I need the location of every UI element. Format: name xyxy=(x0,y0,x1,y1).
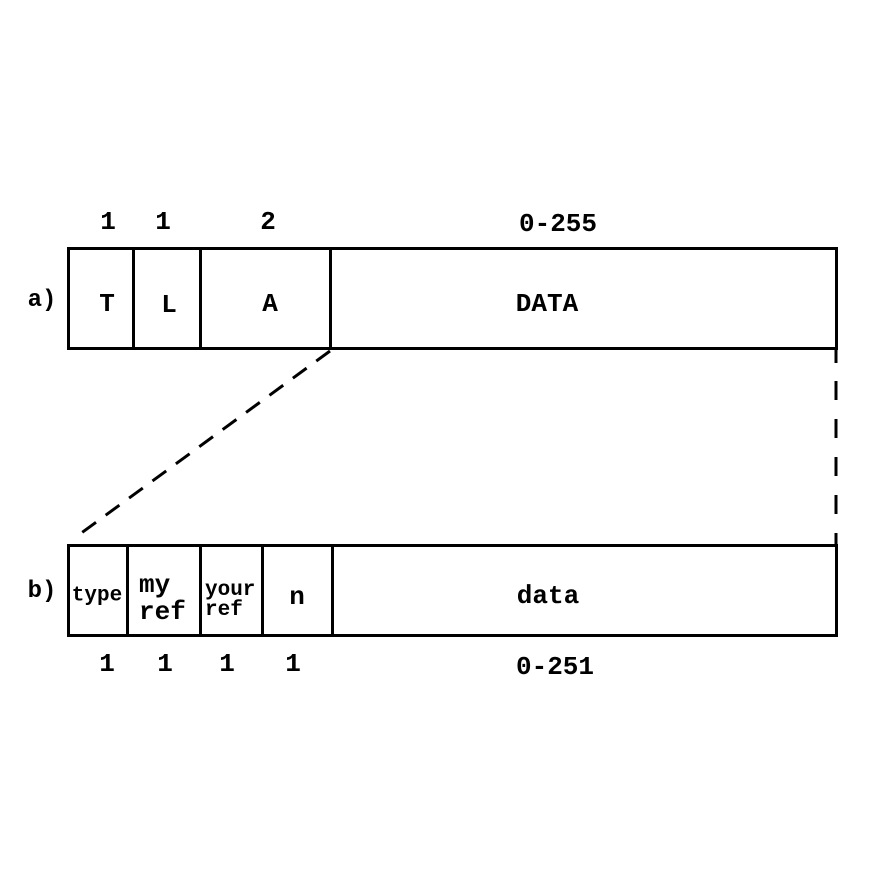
row-a-divider-l-a xyxy=(199,247,202,350)
row-a-field-t: T xyxy=(99,289,115,319)
row-b-field-n: n xyxy=(289,582,305,612)
row-b-divider-yourref-n xyxy=(261,544,264,637)
row-b-frame-box xyxy=(67,544,838,637)
row-a-field-l: L xyxy=(161,290,177,320)
row-b-divider-myref-yourref xyxy=(199,544,202,637)
row-b-field-data: data xyxy=(516,581,580,611)
row-a-size-data: 0-255 xyxy=(518,209,598,239)
row-b-divider-type-myref xyxy=(126,544,129,637)
row-a-field-data: DATA xyxy=(515,289,579,319)
row-a-divider-a-data xyxy=(329,247,332,350)
row-b-size-myref: 1 xyxy=(157,649,173,679)
row-b-field-type: type xyxy=(71,584,123,608)
row-b-size-n: 1 xyxy=(285,649,301,679)
row-b-label: b) xyxy=(27,578,57,605)
row-b-field-myref: my ref xyxy=(139,570,186,627)
row-a-size-a: 2 xyxy=(260,207,276,237)
row-b-field-yourref: your ref xyxy=(205,579,256,622)
row-a-field-a: A xyxy=(262,289,278,319)
row-b-size-type: 1 xyxy=(99,649,115,679)
row-b-size-data: 0-251 xyxy=(515,652,595,682)
row-a-size-l: 1 xyxy=(155,207,171,237)
row-b-divider-n-data xyxy=(331,544,334,637)
row-b-size-yourref: 1 xyxy=(219,649,235,679)
row-a-size-t: 1 xyxy=(100,207,116,237)
row-a-divider-t-l xyxy=(132,247,135,350)
row-a-frame-box xyxy=(67,247,838,350)
row-a-label: a) xyxy=(27,287,57,314)
expansion-diagonal-dashed-line xyxy=(79,349,331,536)
